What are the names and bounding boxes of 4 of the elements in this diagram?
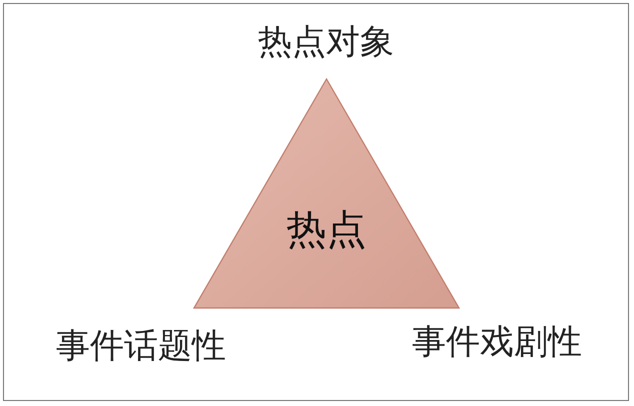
corner-label: 事件戏剧性: [412, 325, 582, 359]
corner-label: 热点对象: [258, 25, 394, 59]
corner-label: 事件话题性: [56, 329, 226, 363]
center-label: 热点: [286, 210, 366, 250]
